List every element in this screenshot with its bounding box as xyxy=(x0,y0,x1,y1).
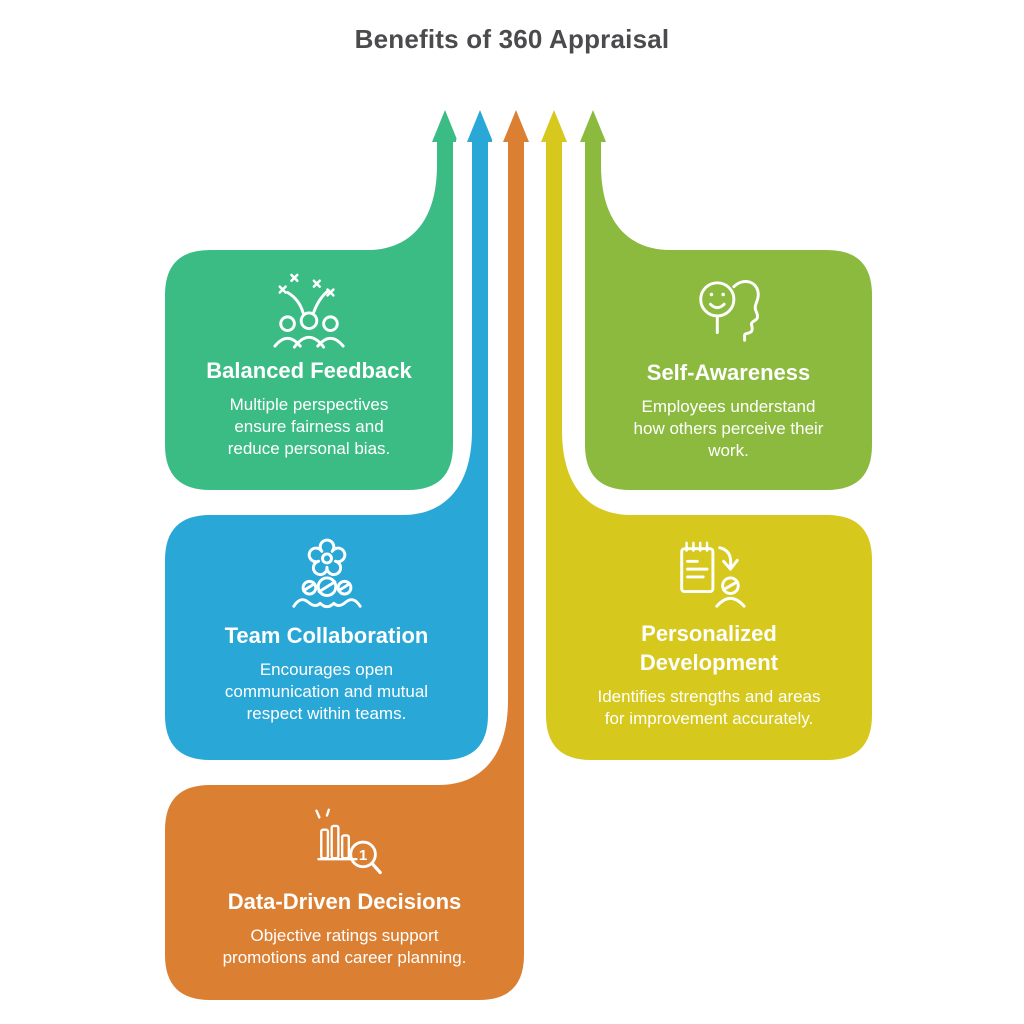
page-title: Benefits of 360 Appraisal xyxy=(354,24,670,54)
personalized-development-shape xyxy=(541,110,872,760)
self-awareness-shape xyxy=(580,110,872,490)
balanced-feedback-shape xyxy=(165,110,458,490)
team-collaboration-shape xyxy=(165,110,493,760)
data-driven-decisions-shape xyxy=(165,110,529,1000)
